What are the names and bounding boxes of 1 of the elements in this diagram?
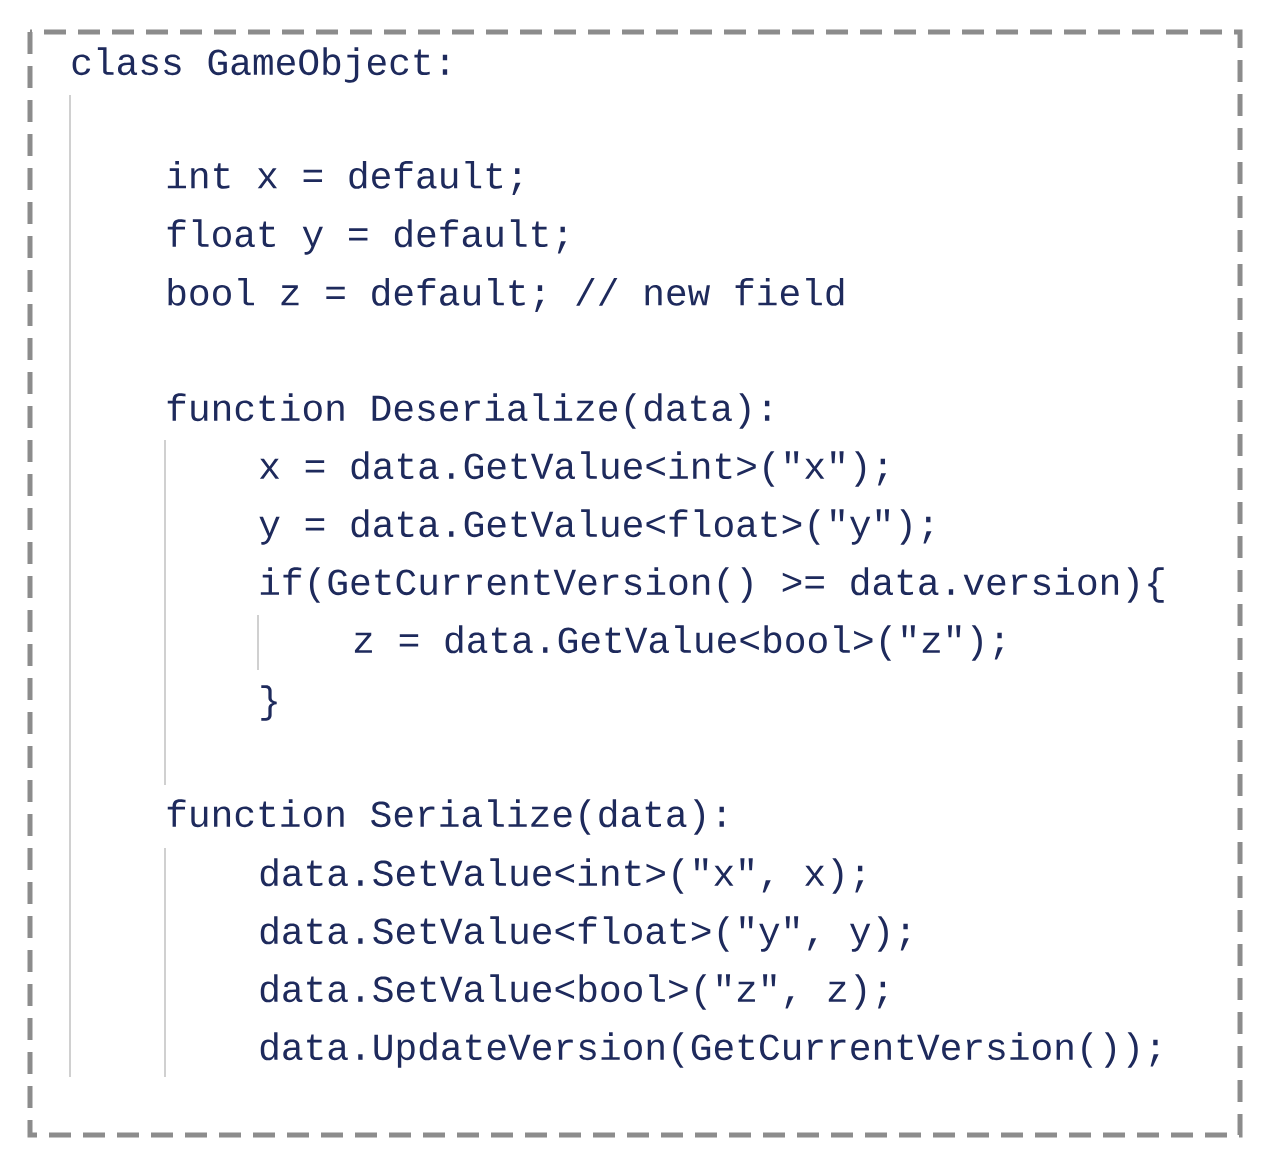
code-listing: class GameObject: int x = default; float y = default; bool z = default; // new field function Deserialize(data): x = data.GetValue<int>("x"); y = data.GetValue<float>("y"); if(GetCurrentVersion() >= data.version){ z = data.GetValue<bool>("z"); } function Serialize(data): data.SetValue<int>("x", x); data.SetValue<float>("y", y); data.SetValue<bool>("z", z); data.UpdateVersion(GetCurrentVersion()); bbox=[27, 29, 1243, 1138]
